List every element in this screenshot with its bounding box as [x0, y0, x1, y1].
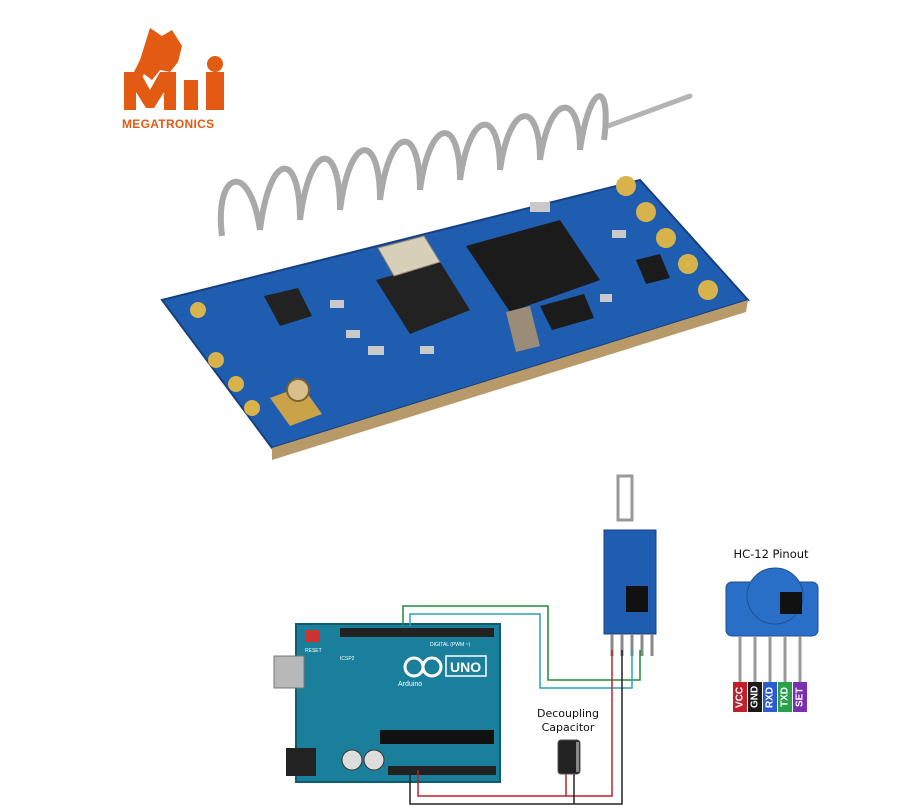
- board-digital: DIGITAL (PWM ~): [430, 642, 470, 648]
- board-reset: RESET: [305, 648, 322, 654]
- wiring-diagram: UNO Arduino RESET ICSP2 DIGITAL (PWM ~): [273, 474, 657, 805]
- pin-label-vcc: VCC: [733, 682, 747, 712]
- hc12-pinout-inset: [725, 567, 819, 682]
- board-label: UNO: [450, 659, 481, 675]
- capacitor-label-line1: Decoupling: [536, 707, 600, 720]
- hc12-module-photo: [160, 93, 750, 460]
- pin-label-gnd: GND: [748, 682, 762, 712]
- megatronics-logo: [124, 28, 224, 110]
- pin-label-rxd: RXD: [763, 682, 777, 712]
- capacitor-label-line2: Capacitor: [541, 721, 595, 734]
- wires: [402, 605, 641, 805]
- hc12-module-diagram: [603, 474, 657, 656]
- board-icsp: ICSP2: [340, 656, 355, 662]
- arduino-uno-board: UNO Arduino RESET ICSP2 DIGITAL (PWM ~): [273, 623, 501, 783]
- pinout-title: HC-12 Pinout: [733, 547, 809, 561]
- decoupling-capacitor: [557, 739, 581, 775]
- pin-label-txd: TXD: [778, 682, 792, 712]
- pin-label-set: SET: [793, 682, 807, 712]
- board-brand: Arduino: [398, 681, 422, 688]
- brand-name: MEGATRONICS: [122, 117, 215, 131]
- capacitor-label: Decoupling Capacitor: [528, 707, 608, 735]
